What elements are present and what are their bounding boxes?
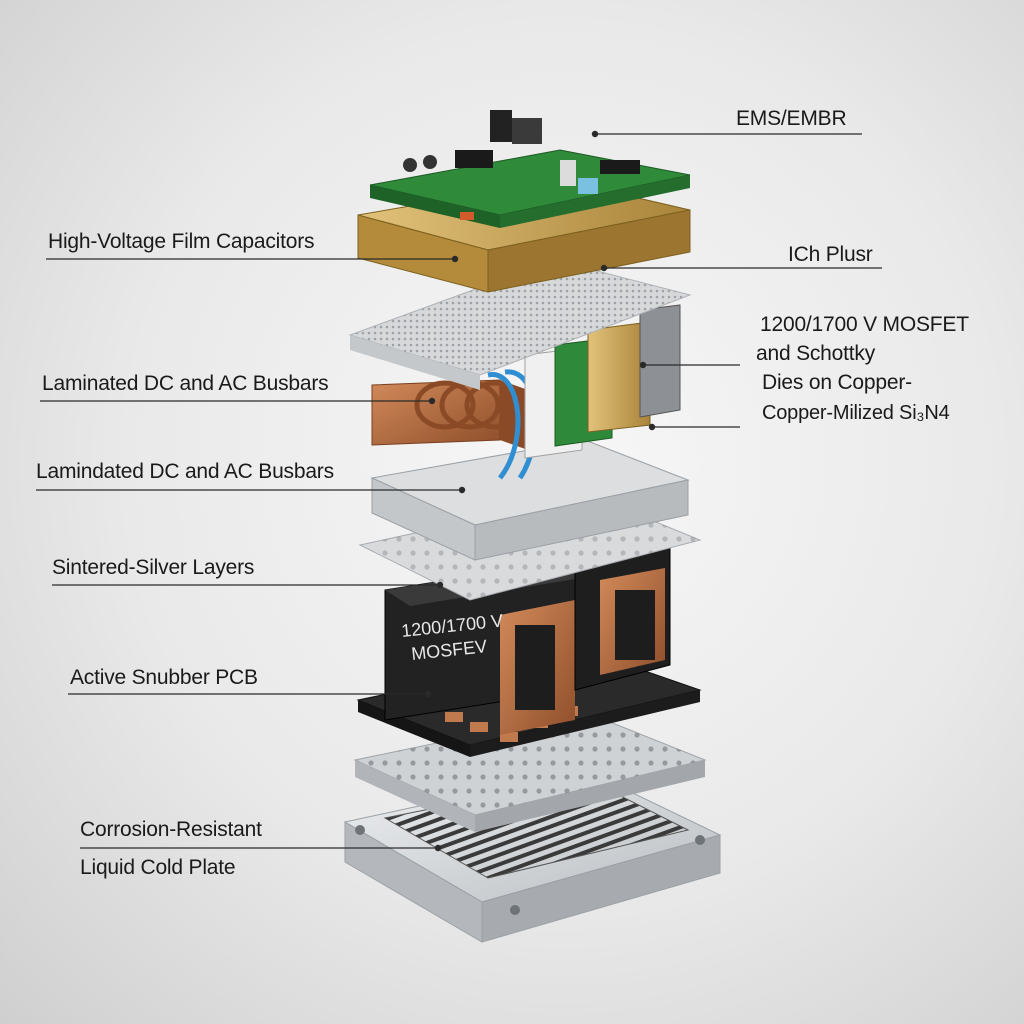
ems-pcb: [369, 110, 691, 228]
label-ems: EMS/EMBR: [736, 107, 847, 130]
leader-lines: [36, 133, 882, 849]
label-mosfet-line4: Copper-Milized Si₃N4: [762, 402, 950, 424]
perforated-plate: [353, 711, 707, 832]
label-cold-plate-line1: Corrosion-Resistant: [80, 818, 262, 841]
label-film-capacitors: High-Voltage Film Capacitors: [48, 230, 315, 253]
leader-dots: [424, 130, 656, 852]
label-mosfet-line3: Dies on Copper-: [762, 371, 912, 394]
label-mosfet-line2: and Schottky: [756, 342, 876, 365]
label-snubber-pcb: Active Snubber PCB: [70, 666, 258, 689]
label-cold-plate-line2: Liquid Cold Plate: [80, 856, 236, 879]
mosfet-module-right: [574, 544, 671, 691]
label-busbars-2: Lamindated DC and AC Busbars: [36, 460, 334, 483]
label-ich: ICh Plusr: [788, 243, 873, 266]
label-sintered-silver: Sintered-Silver Layers: [52, 556, 255, 579]
label-busbars-1: Laminated DC and AC Busbars: [42, 372, 329, 395]
mosfet-module-left: [384, 559, 600, 735]
label-mosfet-line1: 1200/1700 V MOSFET: [760, 313, 969, 336]
busbar-assembly: [371, 304, 681, 480]
